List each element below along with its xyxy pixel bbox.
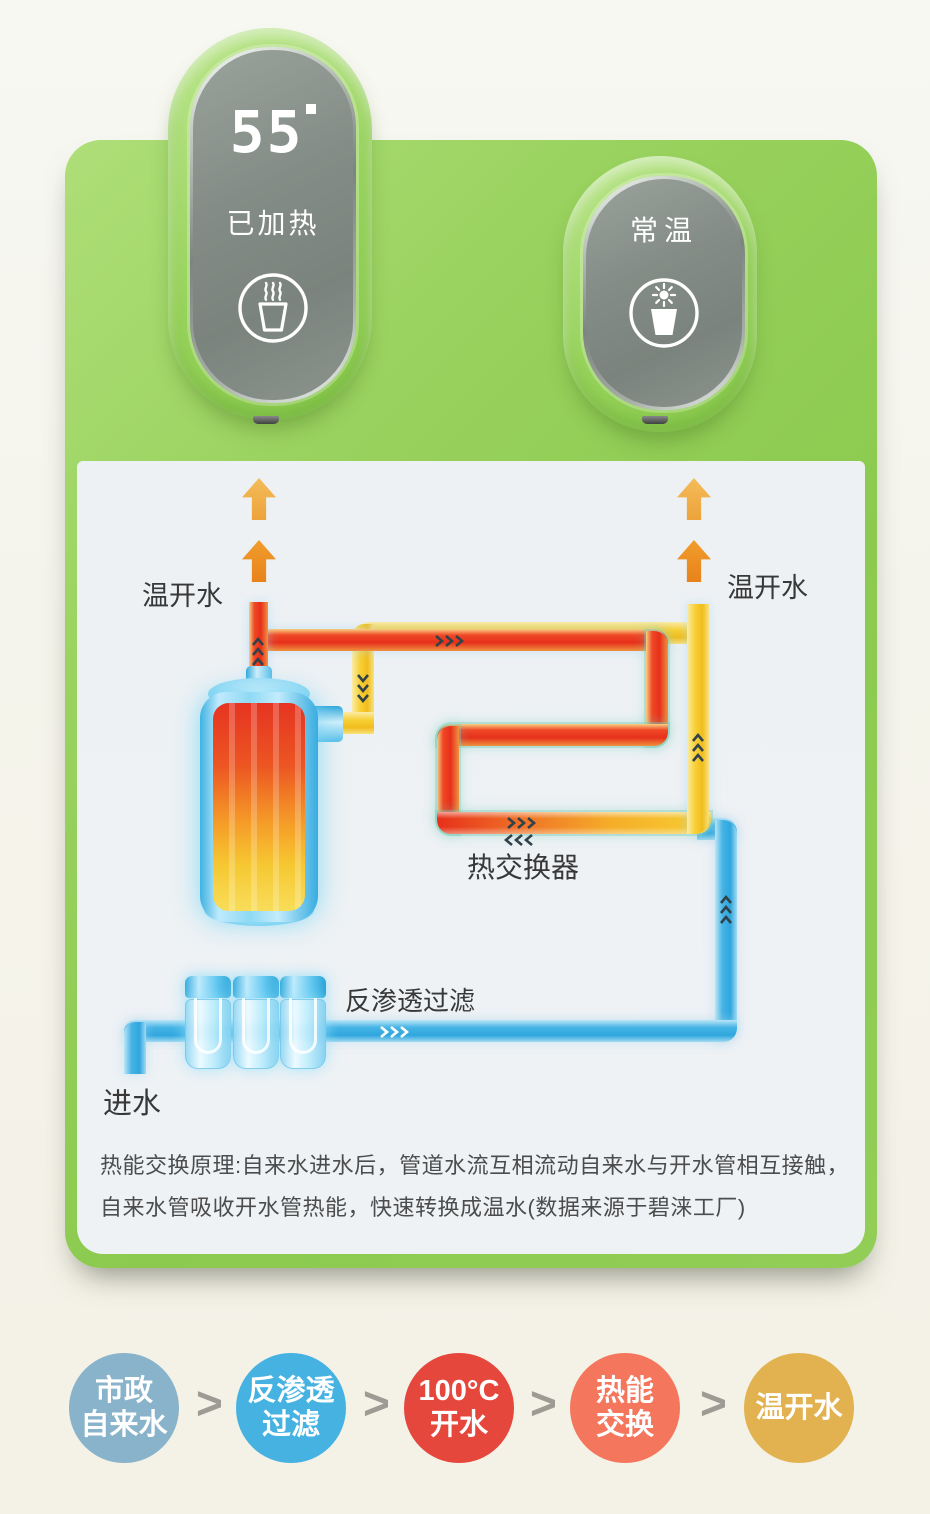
hot-water-pod: 55 已加热 bbox=[168, 28, 372, 420]
flow-chevrons-up-icon bbox=[250, 636, 266, 668]
ambient-water-outlet-nozzle bbox=[642, 416, 668, 424]
warm-water-label-right: 温开水 bbox=[727, 573, 808, 603]
sun-cup-icon bbox=[628, 275, 700, 356]
pipe-hot-mid-run bbox=[437, 724, 668, 746]
flow-chevrons-up-icon bbox=[690, 732, 706, 764]
ambient-screen-bezel: 常温 bbox=[583, 176, 745, 410]
step-label: 市政 bbox=[94, 1375, 153, 1407]
flow-separator: > bbox=[700, 1377, 727, 1429]
principle-caption-line2: 自来水管吸收开水管热能，快速转换成温水(数据来源于碧涞工厂) bbox=[100, 1195, 746, 1220]
filter-cartridge-2 bbox=[233, 976, 279, 1069]
flow-chevrons-right-icon bbox=[505, 815, 537, 831]
step-label: 热能 bbox=[595, 1375, 654, 1407]
temperature-display: 55 bbox=[193, 102, 353, 162]
flow-chevrons-right-icon bbox=[378, 1024, 410, 1040]
ro-filter-label: 反渗透过滤 bbox=[345, 986, 476, 1016]
process-step-tap-water: 市政 自来水 bbox=[69, 1353, 179, 1463]
flow-separator: > bbox=[196, 1377, 223, 1429]
step-label: 交换 bbox=[595, 1409, 654, 1441]
flow-chevrons-up-icon bbox=[718, 894, 734, 926]
step-label: 反渗透 bbox=[247, 1375, 335, 1407]
process-step-ro-filter: 反渗透 过滤 bbox=[236, 1353, 346, 1463]
pipe-cold-riser bbox=[715, 820, 737, 1042]
flow-separator: > bbox=[530, 1377, 557, 1429]
flow-chevrons-left-icon bbox=[503, 832, 535, 848]
pipe-cold-inlet-elbow bbox=[124, 1022, 146, 1074]
pipe-hot-exchange-drop bbox=[437, 726, 459, 834]
temperature-value: 55 bbox=[229, 98, 304, 166]
warm-water-label-left: 温开水 bbox=[142, 581, 223, 611]
ambient-water-pod: 常温 bbox=[563, 156, 757, 432]
hot-water-outlet-nozzle bbox=[253, 416, 279, 424]
hot-screen: 55 已加热 bbox=[193, 50, 353, 400]
process-step-warm-water: 温开水 bbox=[744, 1353, 854, 1463]
filter-cartridge-3 bbox=[280, 976, 326, 1069]
step-label: 过滤 bbox=[261, 1409, 320, 1441]
water-inlet-label: 进水 bbox=[103, 1088, 162, 1120]
flow-chevrons-right-icon bbox=[433, 633, 465, 649]
filter-cartridge-1 bbox=[185, 976, 231, 1069]
heat-exchanger-label: 热交换器 bbox=[467, 852, 580, 883]
process-step-boiling-water: 100°C 开水 bbox=[404, 1353, 514, 1463]
filter-body bbox=[280, 998, 326, 1069]
principle-caption-line1: 热能交换原理:自来水进水后，管道水流互相流动自来水与开水管相互接触， bbox=[100, 1153, 850, 1178]
step-label: 自来水 bbox=[80, 1409, 168, 1441]
flow-separator: > bbox=[363, 1377, 390, 1429]
filter-cap bbox=[185, 976, 231, 998]
filter-cap bbox=[233, 976, 279, 998]
hot-screen-bezel: 55 已加热 bbox=[190, 47, 356, 403]
heated-status-label: 已加热 bbox=[226, 208, 320, 239]
ambient-label: 常温 bbox=[629, 215, 698, 246]
filter-cap bbox=[280, 976, 326, 998]
degree-mark-icon bbox=[306, 104, 317, 114]
filter-body bbox=[185, 998, 231, 1069]
step-label: 100°C bbox=[418, 1375, 500, 1407]
flow-chevrons-down-icon bbox=[355, 672, 371, 704]
pipe-heat-exchange-run bbox=[437, 812, 711, 834]
process-step-heat-exchange: 热能 交换 bbox=[570, 1353, 680, 1463]
pipe-warm-outlet-riser bbox=[687, 604, 709, 834]
ambient-screen: 常温 bbox=[586, 179, 742, 407]
filter-body bbox=[233, 998, 279, 1069]
heating-tank-core bbox=[213, 703, 305, 911]
step-label: 开水 bbox=[429, 1409, 488, 1441]
step-label: 温开水 bbox=[755, 1392, 843, 1424]
steam-cup-icon bbox=[235, 270, 311, 351]
pipe-hot-right-drop bbox=[646, 631, 668, 746]
